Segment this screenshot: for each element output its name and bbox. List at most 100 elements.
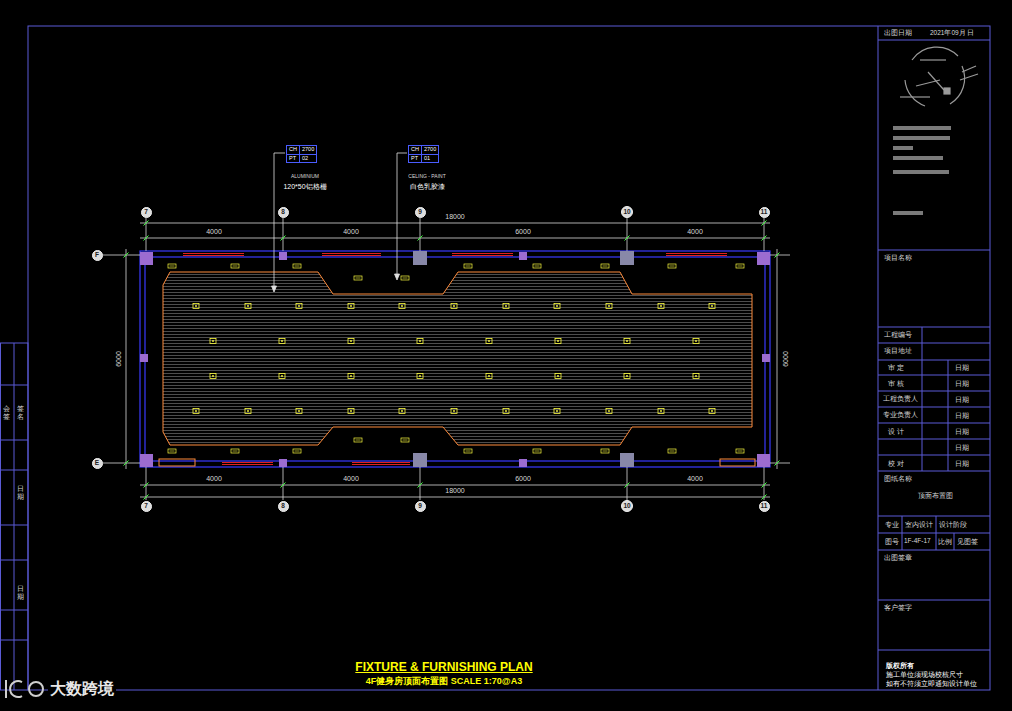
downlight (554, 304, 560, 309)
title-block-grid (878, 40, 990, 650)
title-block-text: 图纸名称 (884, 475, 912, 482)
drawing-title: FIXTURE & FURNISHING PLAN (355, 661, 532, 673)
downlight (554, 409, 560, 414)
title-block-grid (878, 600, 990, 601)
axis-bubble: 10 (621, 500, 633, 512)
axis-label: 7 (144, 503, 148, 510)
dimension-text: 4000 (687, 475, 703, 482)
dimension-tick (124, 461, 129, 466)
watermark-icon (29, 682, 43, 696)
downlight (486, 339, 492, 344)
columns (519, 252, 527, 260)
columns (140, 251, 770, 467)
axis-bubble: 11 (759, 207, 770, 218)
columns (413, 251, 427, 265)
downlight-dot (608, 410, 610, 412)
dimension-tick (762, 495, 767, 500)
downlight-dot (212, 375, 214, 377)
title-block-text: 日期 (955, 444, 969, 451)
wall-light (736, 264, 744, 268)
axis-bubble: 7 (141, 207, 152, 218)
title-block-text: 如有不符须立即通知设计单位 (886, 680, 977, 687)
title-block-text: 校 对 (888, 460, 904, 467)
dimension-tick (762, 483, 767, 488)
sheet-frame (0, 385, 28, 386)
redacted-bars (893, 146, 913, 150)
downlight-dot (556, 305, 558, 307)
dimension-lines (126, 249, 127, 469)
title-block-text: 会签 (3, 405, 10, 420)
title-block-grid (878, 40, 990, 41)
title-block-text: 项目地址 (884, 347, 912, 354)
wall-light (354, 276, 362, 280)
wall-light-bar (466, 451, 471, 452)
downlight-dot (350, 305, 352, 307)
downlight (658, 304, 664, 309)
axis-bubble: F (92, 250, 103, 261)
title-block-text: 专业负责人 (883, 412, 918, 419)
windows (183, 254, 727, 465)
title-block-text: 日期 (17, 585, 24, 600)
columns (279, 252, 287, 260)
title-block-text: 日期 (955, 460, 969, 467)
dimension-tick (281, 483, 286, 488)
sheet-frame (0, 440, 28, 441)
wall-light (293, 264, 301, 268)
tag-cell: 2700 (300, 146, 316, 154)
building-walls (145, 257, 765, 461)
title-block-grid (948, 360, 949, 471)
wall-light-bar (356, 440, 361, 441)
columns (620, 251, 634, 265)
wall-light-bar (466, 266, 471, 267)
dimension-lines (103, 463, 140, 464)
ceiling-grille (163, 272, 752, 445)
wall-light (668, 449, 676, 453)
windows (452, 253, 513, 254)
columns (519, 459, 527, 467)
dimension-tick (775, 253, 780, 258)
dimension-lines (140, 223, 770, 224)
redacted-bars (893, 126, 951, 215)
downlight-dot (453, 410, 455, 412)
windows (666, 253, 727, 254)
downlight-dot (557, 340, 559, 342)
downlight (399, 409, 405, 414)
downlight (193, 409, 199, 414)
wall-light-bar (670, 266, 675, 267)
sheet-frame (0, 525, 28, 526)
callout-tag: CH2700PT02 (286, 145, 317, 163)
dimension-lines (764, 467, 765, 500)
windows (222, 462, 273, 463)
callout-tag: CH2700PT01 (408, 145, 439, 163)
axis-bubble: 10 (621, 206, 633, 218)
watermark: 大数跨境 (48, 681, 116, 697)
material-note: 120*50铝格栅 (283, 183, 326, 190)
axis-label: 11 (761, 503, 768, 510)
axis-bubble: 7 (141, 501, 152, 512)
downlight-dot (505, 410, 507, 412)
dimension-tick (281, 236, 286, 241)
dimension-lines (103, 255, 140, 256)
dimension-tick (775, 461, 780, 466)
wall-light (354, 438, 362, 442)
leader-lines (395, 274, 400, 280)
firm-logo (912, 47, 958, 60)
downlight (709, 304, 715, 309)
downlight (348, 409, 354, 414)
downlight (348, 339, 354, 344)
firm-logo (900, 96, 930, 97)
downlight-dot (401, 305, 403, 307)
wall-light-bar (233, 266, 238, 267)
wall-light-bar (603, 451, 608, 452)
wall-light (601, 264, 609, 268)
downlight (606, 409, 612, 414)
redacted-bars (893, 136, 950, 140)
windows (352, 462, 410, 463)
wall-light (533, 264, 541, 268)
downlight-dot (488, 340, 490, 342)
axis-bubble: 8 (278, 501, 289, 512)
downlight (279, 339, 285, 344)
axis-label: 10 (623, 209, 630, 216)
redacted-bars (893, 170, 949, 174)
